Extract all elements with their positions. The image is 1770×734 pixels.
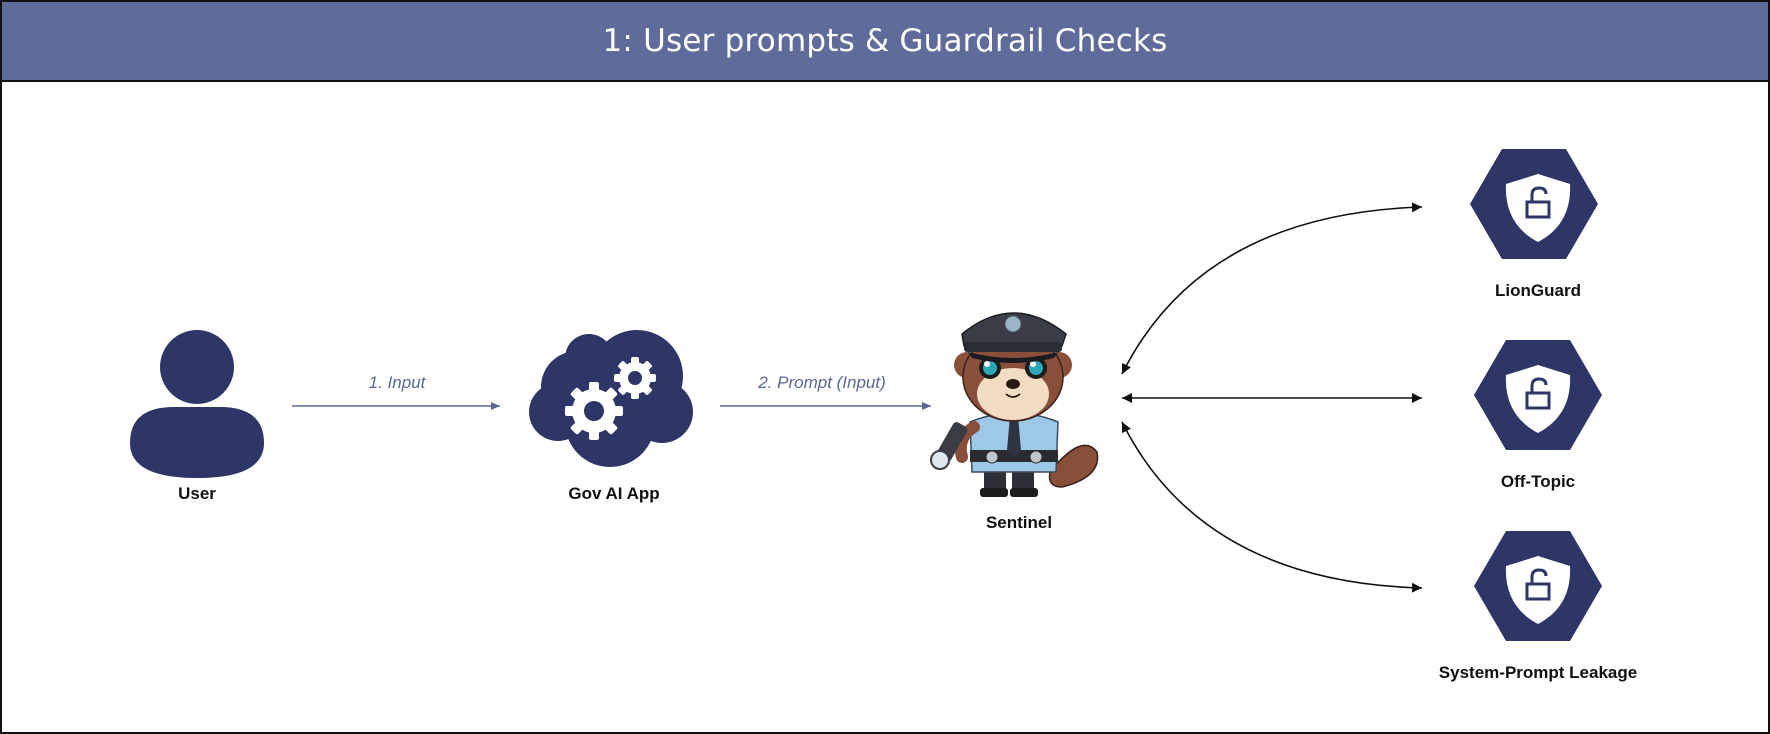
shield-lock-icon xyxy=(1474,340,1602,450)
header-bar: 1: User prompts & Guardrail Checks xyxy=(2,2,1768,82)
input-edge-label: 1. Input xyxy=(369,373,427,392)
large-gear-icon xyxy=(565,382,623,440)
prompt-edge: 2. Prompt (Input) xyxy=(720,373,931,410)
input-edge: 1. Input xyxy=(292,373,500,410)
guardrail-connections xyxy=(1121,202,1423,593)
guardrail-label: LionGuard xyxy=(1495,281,1581,300)
guardrail-label: Off-Topic xyxy=(1501,472,1575,491)
user-icon xyxy=(130,330,264,478)
guardrail-system-prompt-leakage: System-Prompt Leakage xyxy=(1439,531,1637,682)
user-node: User xyxy=(130,330,264,503)
guardrail-label: System-Prompt Leakage xyxy=(1439,663,1637,682)
guardrail-lionguard: LionGuard xyxy=(1470,149,1598,300)
sentinel-node: Sentinel xyxy=(930,312,1099,532)
otter-police-mascot xyxy=(930,312,1099,497)
guardrail-off-topic: Off-Topic xyxy=(1474,340,1602,491)
prompt-edge-label: 2. Prompt (Input) xyxy=(757,373,886,392)
user-label: User xyxy=(178,484,216,503)
app-node: Gov AI App xyxy=(529,330,693,503)
small-gear-icon xyxy=(614,357,656,399)
shield-lock-icon xyxy=(1470,149,1598,259)
page-title: 1: User prompts & Guardrail Checks xyxy=(602,23,1168,59)
sentinel-label: Sentinel xyxy=(986,513,1052,532)
cloud-gears-icon xyxy=(529,330,693,467)
shield-lock-icon xyxy=(1474,531,1602,641)
app-label: Gov AI App xyxy=(568,484,659,503)
